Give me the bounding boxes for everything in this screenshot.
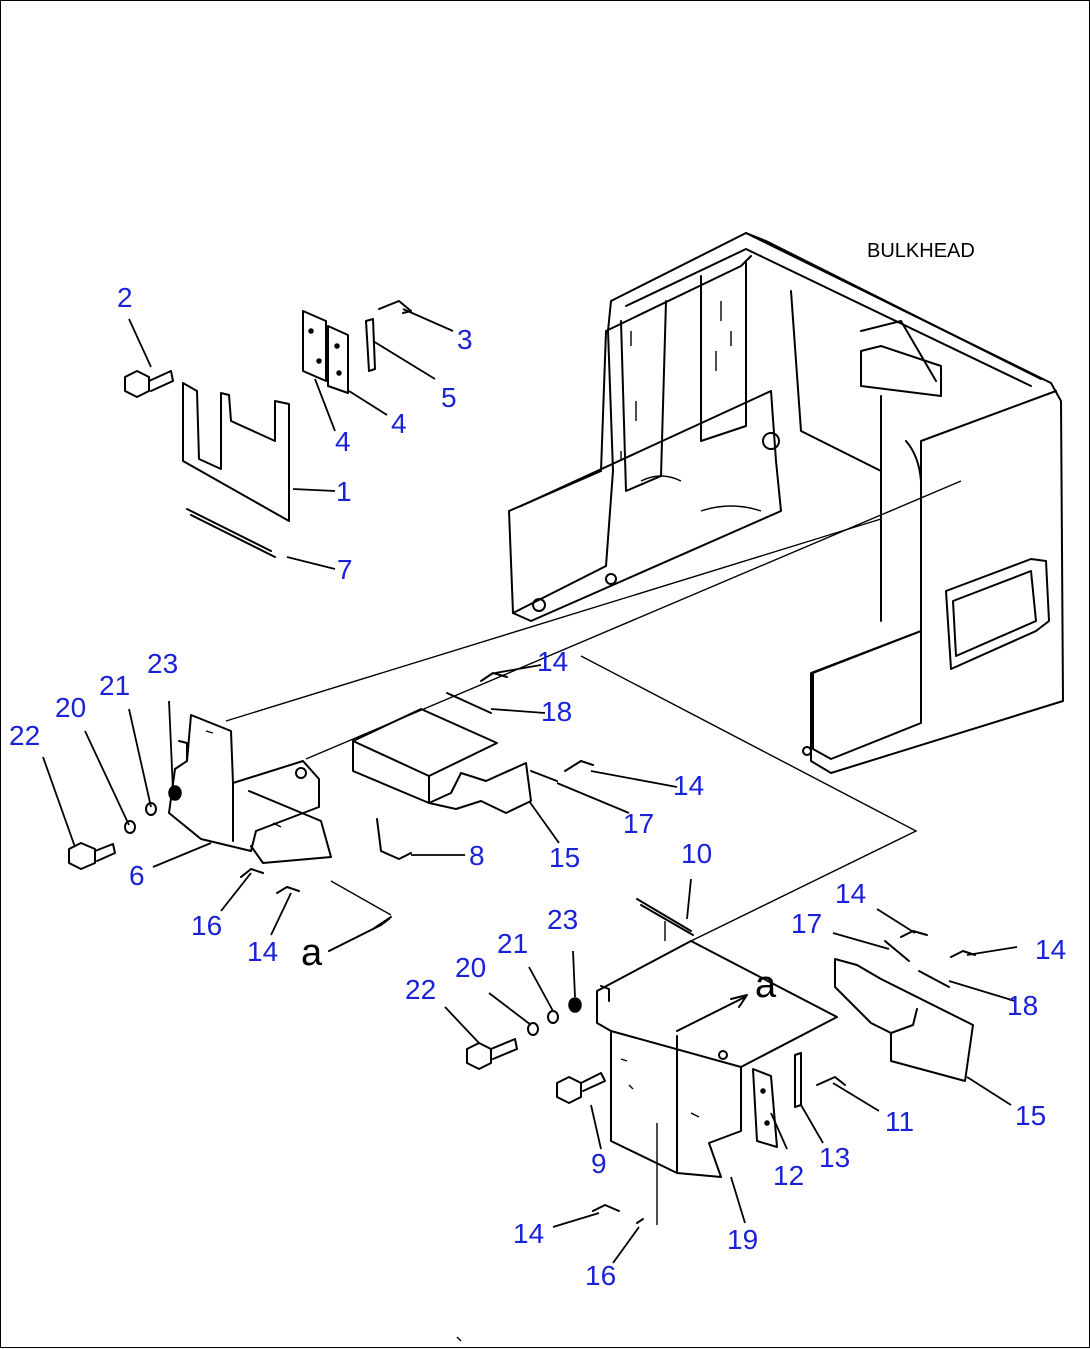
callout-15a: 15 bbox=[549, 842, 580, 873]
left-hardware bbox=[68, 785, 182, 870]
part-11-clip bbox=[816, 1076, 846, 1086]
part-7-seal bbox=[186, 508, 276, 558]
callout-13: 13 bbox=[819, 1142, 850, 1173]
callout-22a: 22 bbox=[9, 720, 40, 751]
assembly-line-5 bbox=[330, 880, 392, 916]
callout-18b: 18 bbox=[1007, 990, 1038, 1021]
ref-mark-right: a bbox=[755, 964, 777, 1006]
bulkhead bbox=[508, 232, 1064, 774]
callout-23a: 23 bbox=[147, 648, 178, 679]
part-6-left-cover bbox=[168, 714, 332, 864]
callout-16a: 16 bbox=[191, 910, 222, 941]
part-12-hinge bbox=[752, 1068, 778, 1148]
ref-mark-left: a bbox=[301, 932, 323, 974]
callout-5: 5 bbox=[441, 382, 457, 413]
part-16-clip bbox=[240, 868, 264, 878]
part-14-clip-c bbox=[276, 886, 300, 894]
callout-14a: 14 bbox=[537, 646, 568, 677]
part-19-right-cover bbox=[596, 940, 838, 1178]
callout-14d: 14 bbox=[835, 878, 866, 909]
callout-15b: 15 bbox=[1015, 1100, 1046, 1131]
assembly-line-2 bbox=[305, 480, 962, 760]
callout-23b: 23 bbox=[547, 904, 578, 935]
callout-21b: 21 bbox=[497, 928, 528, 959]
part-17-seal bbox=[530, 770, 558, 782]
stray-mark bbox=[456, 1336, 462, 1342]
part-15-left-cover bbox=[352, 708, 532, 814]
part-1-plate bbox=[182, 382, 290, 522]
callout-4b: 4 bbox=[391, 408, 407, 439]
part-18-seal-b bbox=[918, 970, 950, 988]
callout-14b: 14 bbox=[673, 770, 704, 801]
callout-11: 11 bbox=[885, 1106, 914, 1137]
part-4-hinges bbox=[302, 310, 349, 394]
assembly-line-1 bbox=[225, 518, 882, 722]
bulkhead-label: BULKHEAD bbox=[867, 240, 975, 262]
ref-arrow-left-tip bbox=[372, 916, 392, 930]
callout-21a: 21 bbox=[99, 670, 130, 701]
callout-20b: 20 bbox=[455, 952, 486, 983]
callout-9: 9 bbox=[591, 1148, 607, 1179]
part-15-right-cover bbox=[834, 958, 974, 1082]
right-hardware bbox=[466, 997, 582, 1070]
callout-1: 1 bbox=[336, 476, 352, 507]
callout-14c: 14 bbox=[247, 936, 278, 967]
part-3-clip bbox=[378, 300, 412, 314]
part-14-clip-f bbox=[592, 1204, 620, 1212]
callout-4a: 4 bbox=[335, 426, 351, 457]
assembly-line-3 bbox=[580, 655, 918, 942]
callout-10: 10 bbox=[681, 838, 712, 869]
part-16-clip-b bbox=[636, 1218, 644, 1224]
part-13-strip bbox=[794, 1052, 802, 1108]
callout-6: 6 bbox=[129, 860, 145, 891]
leader-lines bbox=[42, 308, 1018, 1264]
callout-14e: 14 bbox=[1035, 934, 1066, 965]
callout-22b: 22 bbox=[405, 974, 436, 1005]
callout-2: 2 bbox=[117, 282, 133, 313]
callout-16b: 16 bbox=[585, 1260, 616, 1291]
part-2-bolt bbox=[124, 370, 174, 398]
ref-arrow-right-tip bbox=[730, 994, 748, 1008]
part-17-seal-b bbox=[884, 940, 910, 962]
callout-labels: 1 2 3 4 4 5 7 6 8 10 9 11 12 13 14 14 14… bbox=[9, 282, 1066, 1291]
callout-17b: 17 bbox=[791, 908, 822, 939]
part-9-bolt bbox=[556, 1072, 606, 1104]
callout-8: 8 bbox=[469, 840, 485, 871]
callout-14f: 14 bbox=[513, 1218, 544, 1249]
callout-18a: 18 bbox=[541, 696, 572, 727]
part-10-seal bbox=[636, 898, 694, 936]
ref-arrow-right bbox=[676, 996, 746, 1032]
callout-12: 12 bbox=[773, 1160, 804, 1191]
callout-20a: 20 bbox=[55, 692, 86, 723]
callout-3: 3 bbox=[457, 324, 473, 355]
part-5-strip bbox=[365, 318, 376, 372]
callout-17a: 17 bbox=[623, 808, 654, 839]
part-8-rod bbox=[376, 818, 412, 860]
callout-7: 7 bbox=[337, 554, 353, 585]
callout-19: 19 bbox=[727, 1224, 758, 1255]
part-14-clip-b bbox=[564, 760, 594, 772]
